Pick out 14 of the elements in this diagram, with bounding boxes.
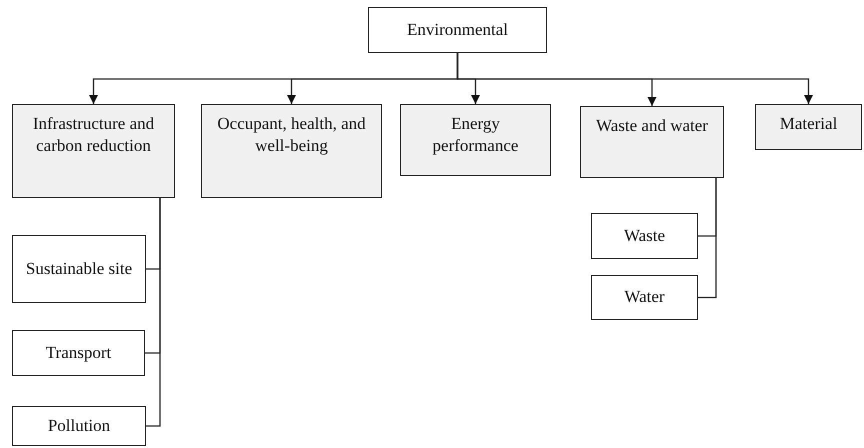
connector	[698, 178, 717, 298]
sub-category-box: Waste	[591, 213, 698, 259]
category-box: Occupant, health, and well-being	[201, 104, 382, 198]
sub-category-box: Transport	[12, 330, 145, 376]
category-box: Infrastructure and carbon reduction	[12, 104, 175, 198]
sub-category-box: Sustainable site	[12, 235, 146, 303]
root-box: Environmental	[368, 7, 547, 53]
sub-category-box: Water	[591, 275, 698, 320]
category-box: Waste and water	[580, 106, 724, 178]
connector	[456, 53, 813, 104]
category-box: Energy performance	[400, 104, 551, 176]
sub-category-box: Pollution	[12, 406, 146, 446]
category-box: Material	[755, 104, 862, 150]
connector	[146, 198, 161, 427]
